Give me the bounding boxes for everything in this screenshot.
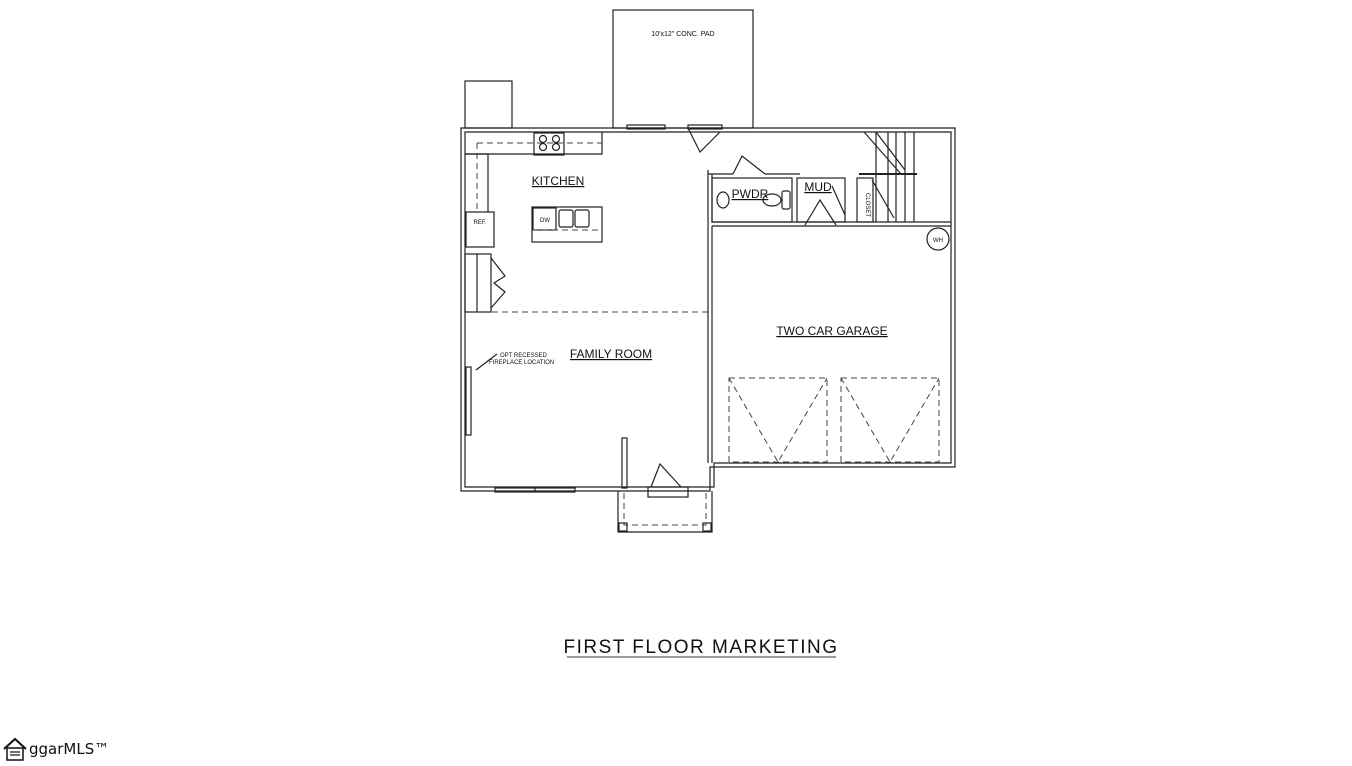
house-icon: [3, 737, 27, 761]
closet-label: CLOSET: [864, 193, 870, 217]
exterior-box: [464, 80, 513, 129]
mud-room: MUD: [804, 180, 846, 226]
interior-walls: CLOSET: [687, 127, 951, 463]
staircase: [863, 131, 915, 222]
pwdr-label: PWDR: [732, 187, 769, 201]
powder-room: PWDR: [716, 187, 791, 210]
mud-label: MUD: [804, 180, 832, 194]
ref-label: REF.: [473, 220, 486, 226]
garage: WH TWO CAR GARAGE: [728, 227, 950, 463]
wh-label: WH: [933, 238, 943, 244]
family-room: FAMILY ROOM OPT RECESSED FIREPLACE LOCAT…: [465, 347, 713, 533]
watermark-logo: ggarMLS™: [2, 736, 109, 762]
fireplace-note-line2: FIREPLACE LOCATION: [489, 360, 554, 366]
family-room-label: FAMILY ROOM: [570, 347, 652, 361]
watermark-text: ggarMLS™: [29, 740, 110, 758]
dw-label: DW: [540, 218, 550, 224]
kitchen-counters: REF. DW KITCHEN: [464, 132, 603, 313]
plan-title: FIRST FLOOR MARKETING: [563, 637, 838, 658]
concrete-pad: 10'x12" CONC. PAD: [612, 9, 754, 129]
exterior-walls: [460, 124, 956, 493]
kitchen-label: KITCHEN: [532, 174, 585, 188]
garage-label: TWO CAR GARAGE: [776, 324, 887, 338]
fireplace-note-line1: OPT RECESSED: [500, 353, 548, 359]
pad-label: 10'x12" CONC. PAD: [651, 31, 714, 38]
